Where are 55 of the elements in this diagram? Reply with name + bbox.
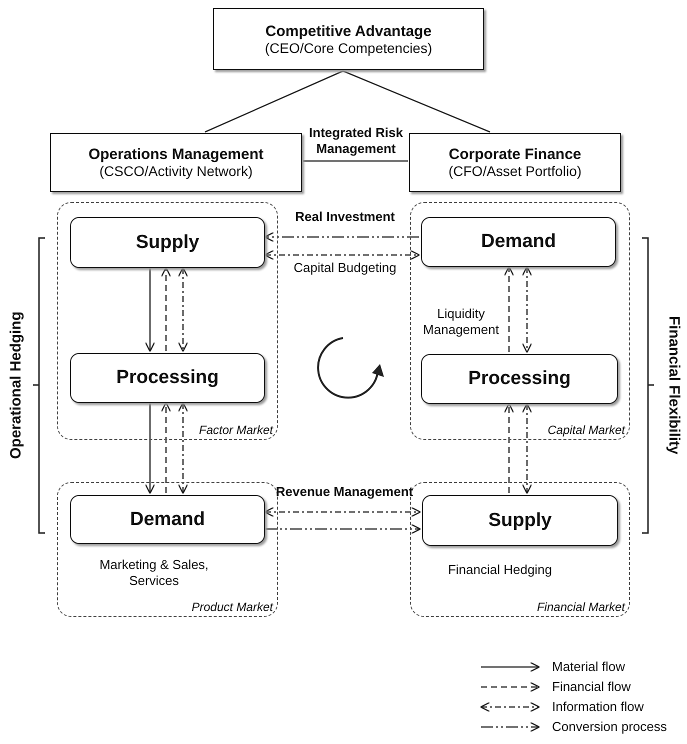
- group-title: Financial Market: [536, 600, 625, 614]
- box-title: Supply: [488, 510, 552, 532]
- connector-arrow: [264, 250, 420, 260]
- market-group-frame: [410, 202, 630, 440]
- process-box: [70, 217, 265, 268]
- legend-text: Information flow: [552, 699, 644, 716]
- connector-arrow: [160, 266, 172, 351]
- connector-arrow: [504, 402, 514, 493]
- market-group-frame: [57, 482, 278, 617]
- process-box: [70, 495, 265, 544]
- box-title: Supply: [136, 232, 200, 254]
- box-title: Corporate Finance: [448, 146, 582, 163]
- box-title: Demand: [130, 508, 205, 530]
- connector-arrow: [160, 402, 172, 493]
- connector-arrow: [264, 232, 419, 242]
- box-title: Demand: [481, 231, 556, 253]
- role-box: [213, 8, 484, 70]
- group-title: Product Market: [192, 600, 273, 614]
- legend-text: Conversion process: [552, 719, 667, 736]
- connector-arrow: [264, 506, 422, 518]
- legend-text: Financial flow: [552, 679, 631, 696]
- edge-label: Revenue Management: [274, 484, 414, 500]
- box-title: Competitive Advantage: [265, 22, 432, 40]
- box-subtitle: (CEO/Core Competencies): [264, 40, 432, 56]
- edge-label: Capital Budgeting: [292, 260, 398, 276]
- group-title: Factor Market: [198, 423, 273, 437]
- edge-label: Liquidity Management: [422, 306, 500, 338]
- node-caption: Marketing & Sales, Services: [98, 557, 210, 590]
- group-title: Capital Market: [548, 423, 625, 437]
- box-title: Processing: [116, 367, 219, 389]
- edge-label: Real Investment: [294, 209, 396, 226]
- process-box: [421, 354, 618, 404]
- connector-arrow: [522, 402, 532, 494]
- side-label: Financial Flexibility: [664, 314, 684, 456]
- node-caption: Financial Hedging: [446, 562, 554, 578]
- box-title: Operations Management: [88, 146, 264, 163]
- process-box: [422, 495, 618, 546]
- market-group-frame: [57, 202, 278, 440]
- connector-arrow: [265, 524, 422, 534]
- legend-text: Material flow: [552, 659, 625, 676]
- role-box: [409, 133, 621, 192]
- role-box: [50, 133, 302, 192]
- process-box: [70, 353, 265, 403]
- connector-arrow: [178, 402, 188, 494]
- connector-arrow: [144, 403, 156, 494]
- connector-arrow: [144, 268, 156, 352]
- process-box: [421, 217, 616, 267]
- connector-arrow: [522, 266, 532, 354]
- box-subtitle: (CSCO/Activity Network): [99, 163, 253, 179]
- edge-label: Integrated Risk Management: [308, 125, 404, 158]
- side-label: Operational Hedging: [6, 310, 26, 461]
- connector-arrow: [504, 266, 514, 352]
- box-title: Processing: [468, 368, 571, 390]
- connector-arrow: [178, 266, 188, 352]
- box-subtitle: (CFO/Asset Portfolio): [448, 163, 582, 179]
